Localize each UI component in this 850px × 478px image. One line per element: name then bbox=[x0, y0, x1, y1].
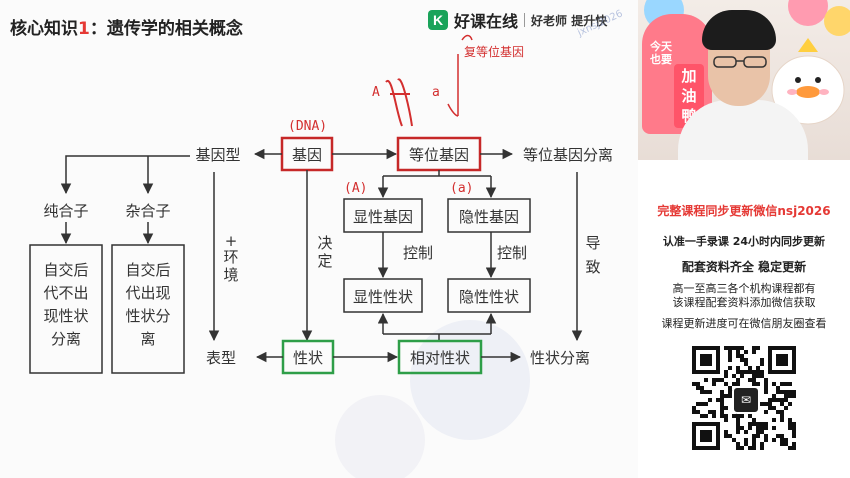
title-prefix: 核心知识 bbox=[10, 19, 78, 39]
wechat-qr-code[interactable]: ✉ bbox=[692, 346, 796, 450]
lead-char1: 导 bbox=[585, 234, 600, 252]
handwritten-note: 复等位基因 bbox=[464, 44, 524, 59]
dominant-trait-label: 显性性状 bbox=[353, 288, 413, 306]
homozygote-label: 纯合子 bbox=[43, 202, 88, 220]
promo-line-progress: 课程更新进度可在微信朋友圈查看 bbox=[661, 317, 827, 330]
trait-segregation-label: 性状分离 bbox=[530, 349, 590, 367]
teacher-video: 今天也要 加油鸭 bbox=[638, 0, 850, 160]
title-number: 1 bbox=[78, 19, 90, 39]
heterozygote-label: 杂合子 bbox=[125, 202, 170, 220]
recessive-trait-box bbox=[447, 278, 531, 313]
relative-trait-label: 相对性状 bbox=[410, 349, 470, 367]
promo-line-courses-b: 该课程配套资料添加微信获取 bbox=[672, 296, 816, 309]
homo-note-line4: 分离 bbox=[51, 330, 81, 348]
title-suffix: ：遗传学的相关概念 bbox=[89, 19, 243, 39]
promo-line-record: 认准一手录课 24小时内同步更新 bbox=[662, 235, 826, 248]
glasses-icon bbox=[713, 56, 767, 68]
handwritten-bracket bbox=[447, 34, 473, 117]
genotype-label: 基因型 bbox=[195, 146, 240, 164]
heterozygote-note-box bbox=[111, 244, 185, 374]
homo-note-line2: 代不出 bbox=[43, 284, 88, 302]
handwritten-dna: (DNA) bbox=[288, 119, 327, 134]
promo-panel: 完整课程同步更新微信nsj2026 认准一手录课 24小时内同步更新 配套资料齐… bbox=[638, 160, 850, 478]
homo-note-line1: 自交后 bbox=[43, 261, 88, 279]
handwritten-allele-right: a bbox=[432, 85, 440, 100]
duck-icon bbox=[771, 38, 845, 125]
brand-divider bbox=[524, 13, 526, 27]
genetics-concept-diagram: 基因型 基因 等位基因 等位基因分离 纯合子 杂合子 自交后 代不出 现性状 分… bbox=[29, 34, 614, 478]
handwritten-allele-left: A bbox=[372, 85, 380, 100]
phenotype-label: 表型 bbox=[206, 349, 236, 367]
brand-logo: K 好课在线 好老师 提升快 bbox=[428, 8, 607, 32]
bg-decoration bbox=[410, 320, 530, 440]
dominant-trait-box bbox=[343, 278, 423, 313]
promo-line-courses: 高一至高三各个机构课程都有 该课程配套资料添加微信获取 bbox=[638, 282, 850, 310]
determine-char1: 决 bbox=[317, 234, 332, 252]
hetero-note-line3: 性状分 bbox=[125, 307, 170, 325]
teacher-hair bbox=[702, 10, 776, 50]
balloon-decoration bbox=[824, 6, 850, 36]
hetero-note-line4: 离 bbox=[140, 330, 155, 348]
homo-note-line3: 现性状 bbox=[43, 307, 88, 325]
brand-slogan: 好老师 提升快 bbox=[531, 13, 608, 28]
brand-k-icon: K bbox=[428, 10, 448, 30]
slide: 核心知识1：遗传学的相关概念 K 好课在线 好老师 提升快 基因型 基因 等位基… bbox=[10, 8, 625, 478]
determine-char2: 定 bbox=[317, 252, 332, 270]
handwritten-cap-a: (A) bbox=[344, 181, 367, 196]
recessive-gene-box bbox=[447, 198, 531, 233]
env-plus: + bbox=[225, 232, 238, 250]
allele-segregation-label: 等位基因分离 bbox=[523, 146, 613, 164]
hetero-note-line1: 自交后 bbox=[125, 261, 170, 279]
recessive-trait-label: 隐性性状 bbox=[459, 288, 519, 306]
arrow-genotype-to-homozygote bbox=[60, 155, 190, 195]
homozygote-note-box bbox=[29, 244, 103, 374]
brand-name: 好课在线 bbox=[454, 12, 519, 31]
lead-char2: 致 bbox=[585, 258, 600, 276]
env-char1: 环 bbox=[223, 248, 238, 266]
promo-line-wechat: 完整课程同步更新微信nsj2026 bbox=[657, 204, 831, 218]
teacher-body bbox=[678, 100, 808, 160]
recessive-gene-label: 隐性基因 bbox=[459, 208, 519, 226]
gene-label: 基因 bbox=[292, 146, 322, 164]
balloon-decoration bbox=[788, 0, 828, 26]
page-title: 核心知识1：遗传学的相关概念 bbox=[10, 14, 243, 39]
hetero-note-line2: 代出现 bbox=[125, 284, 170, 302]
wechat-icon: ✉ bbox=[732, 386, 760, 414]
handwritten-small-a: (a) bbox=[450, 181, 473, 196]
dominant-gene-label: 显性基因 bbox=[353, 208, 413, 226]
bg-decoration bbox=[335, 395, 425, 478]
promo-line-materials: 配套资料齐全 稳定更新 bbox=[681, 260, 807, 274]
promo-line-courses-a: 高一至高三各个机构课程都有 bbox=[672, 282, 816, 295]
control-right-label: 控制 bbox=[497, 244, 527, 262]
sticker-small-text: 今天也要 bbox=[650, 40, 672, 66]
control-left-label: 控制 bbox=[403, 244, 433, 262]
trait-label: 性状 bbox=[293, 349, 323, 367]
allele-label: 等位基因 bbox=[409, 146, 469, 164]
handwritten-chromosome-sketch bbox=[385, 78, 413, 127]
env-char2: 境 bbox=[223, 266, 238, 284]
